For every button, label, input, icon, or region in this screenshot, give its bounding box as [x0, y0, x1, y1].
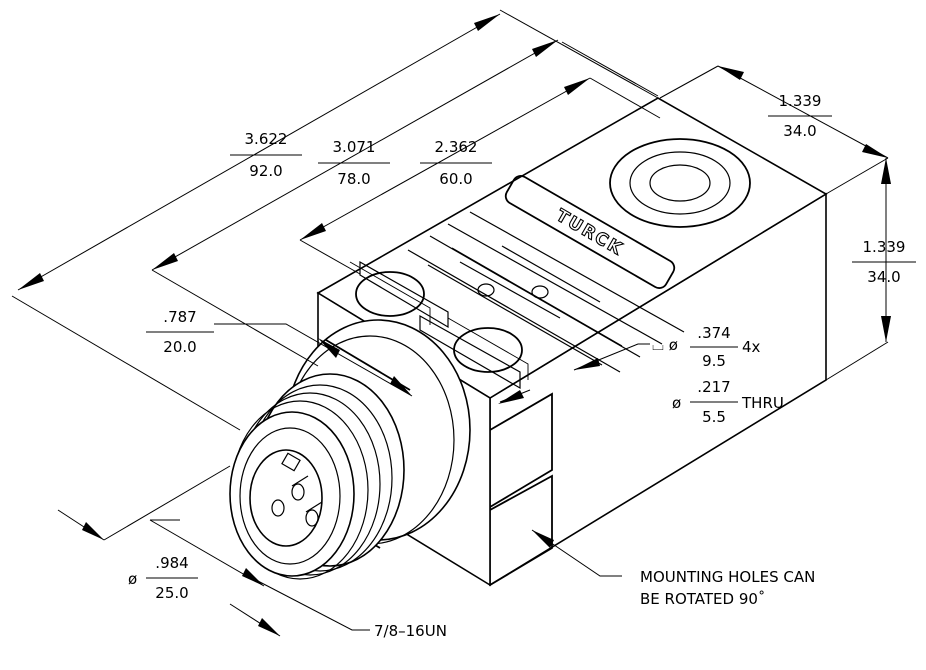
thru-hole-mm: 5.5	[702, 408, 726, 426]
m12-connector	[229, 319, 471, 580]
counterbore-mm: 9.5	[702, 352, 726, 370]
thru-hole-suffix: THRU	[741, 394, 784, 412]
height-inch: 1.339	[863, 238, 906, 256]
connector-offset-mm: 20.0	[163, 338, 196, 356]
face-length-mm: 60.0	[439, 170, 472, 188]
housing-length-mm: 78.0	[337, 170, 370, 188]
connector-dia-inch: .984	[155, 554, 188, 572]
counterbore-inch: .374	[697, 324, 730, 342]
mounting-note-line2: BE ROTATED 90˚	[640, 590, 765, 608]
counterbore-qty: 4x	[742, 338, 761, 356]
counterbore-symbol: ⌴ ø	[652, 336, 678, 354]
width-mm: 34.0	[783, 122, 816, 140]
face-length-inch: 2.362	[435, 138, 478, 156]
overall-length-inch: 3.622	[245, 130, 288, 148]
connector-dia-mm: 25.0	[155, 584, 188, 602]
mounting-note-line1: MOUNTING HOLES CAN	[640, 568, 815, 586]
connector-pins	[271, 452, 323, 527]
mounting-holes	[349, 261, 549, 380]
width-inch: 1.339	[779, 92, 822, 110]
connector-dia-symbol: ø	[128, 570, 137, 588]
sensing-face-target	[609, 138, 751, 228]
housing-length-inch: 3.071	[333, 138, 376, 156]
connector-offset-inch: .787	[163, 308, 196, 326]
overall-length-mm: 92.0	[249, 162, 282, 180]
thru-hole-inch: .217	[697, 378, 730, 396]
thru-hole-symbol: ø	[672, 394, 681, 412]
thread-label: 7/8–16UN	[374, 622, 447, 640]
height-mm: 34.0	[867, 268, 900, 286]
dimension-lines	[11, 9, 891, 637]
front-face-slots	[489, 392, 553, 586]
dimension-labels: 3.622 92.0 3.071 78.0 2.362 60.0 1.339 3…	[128, 92, 916, 640]
